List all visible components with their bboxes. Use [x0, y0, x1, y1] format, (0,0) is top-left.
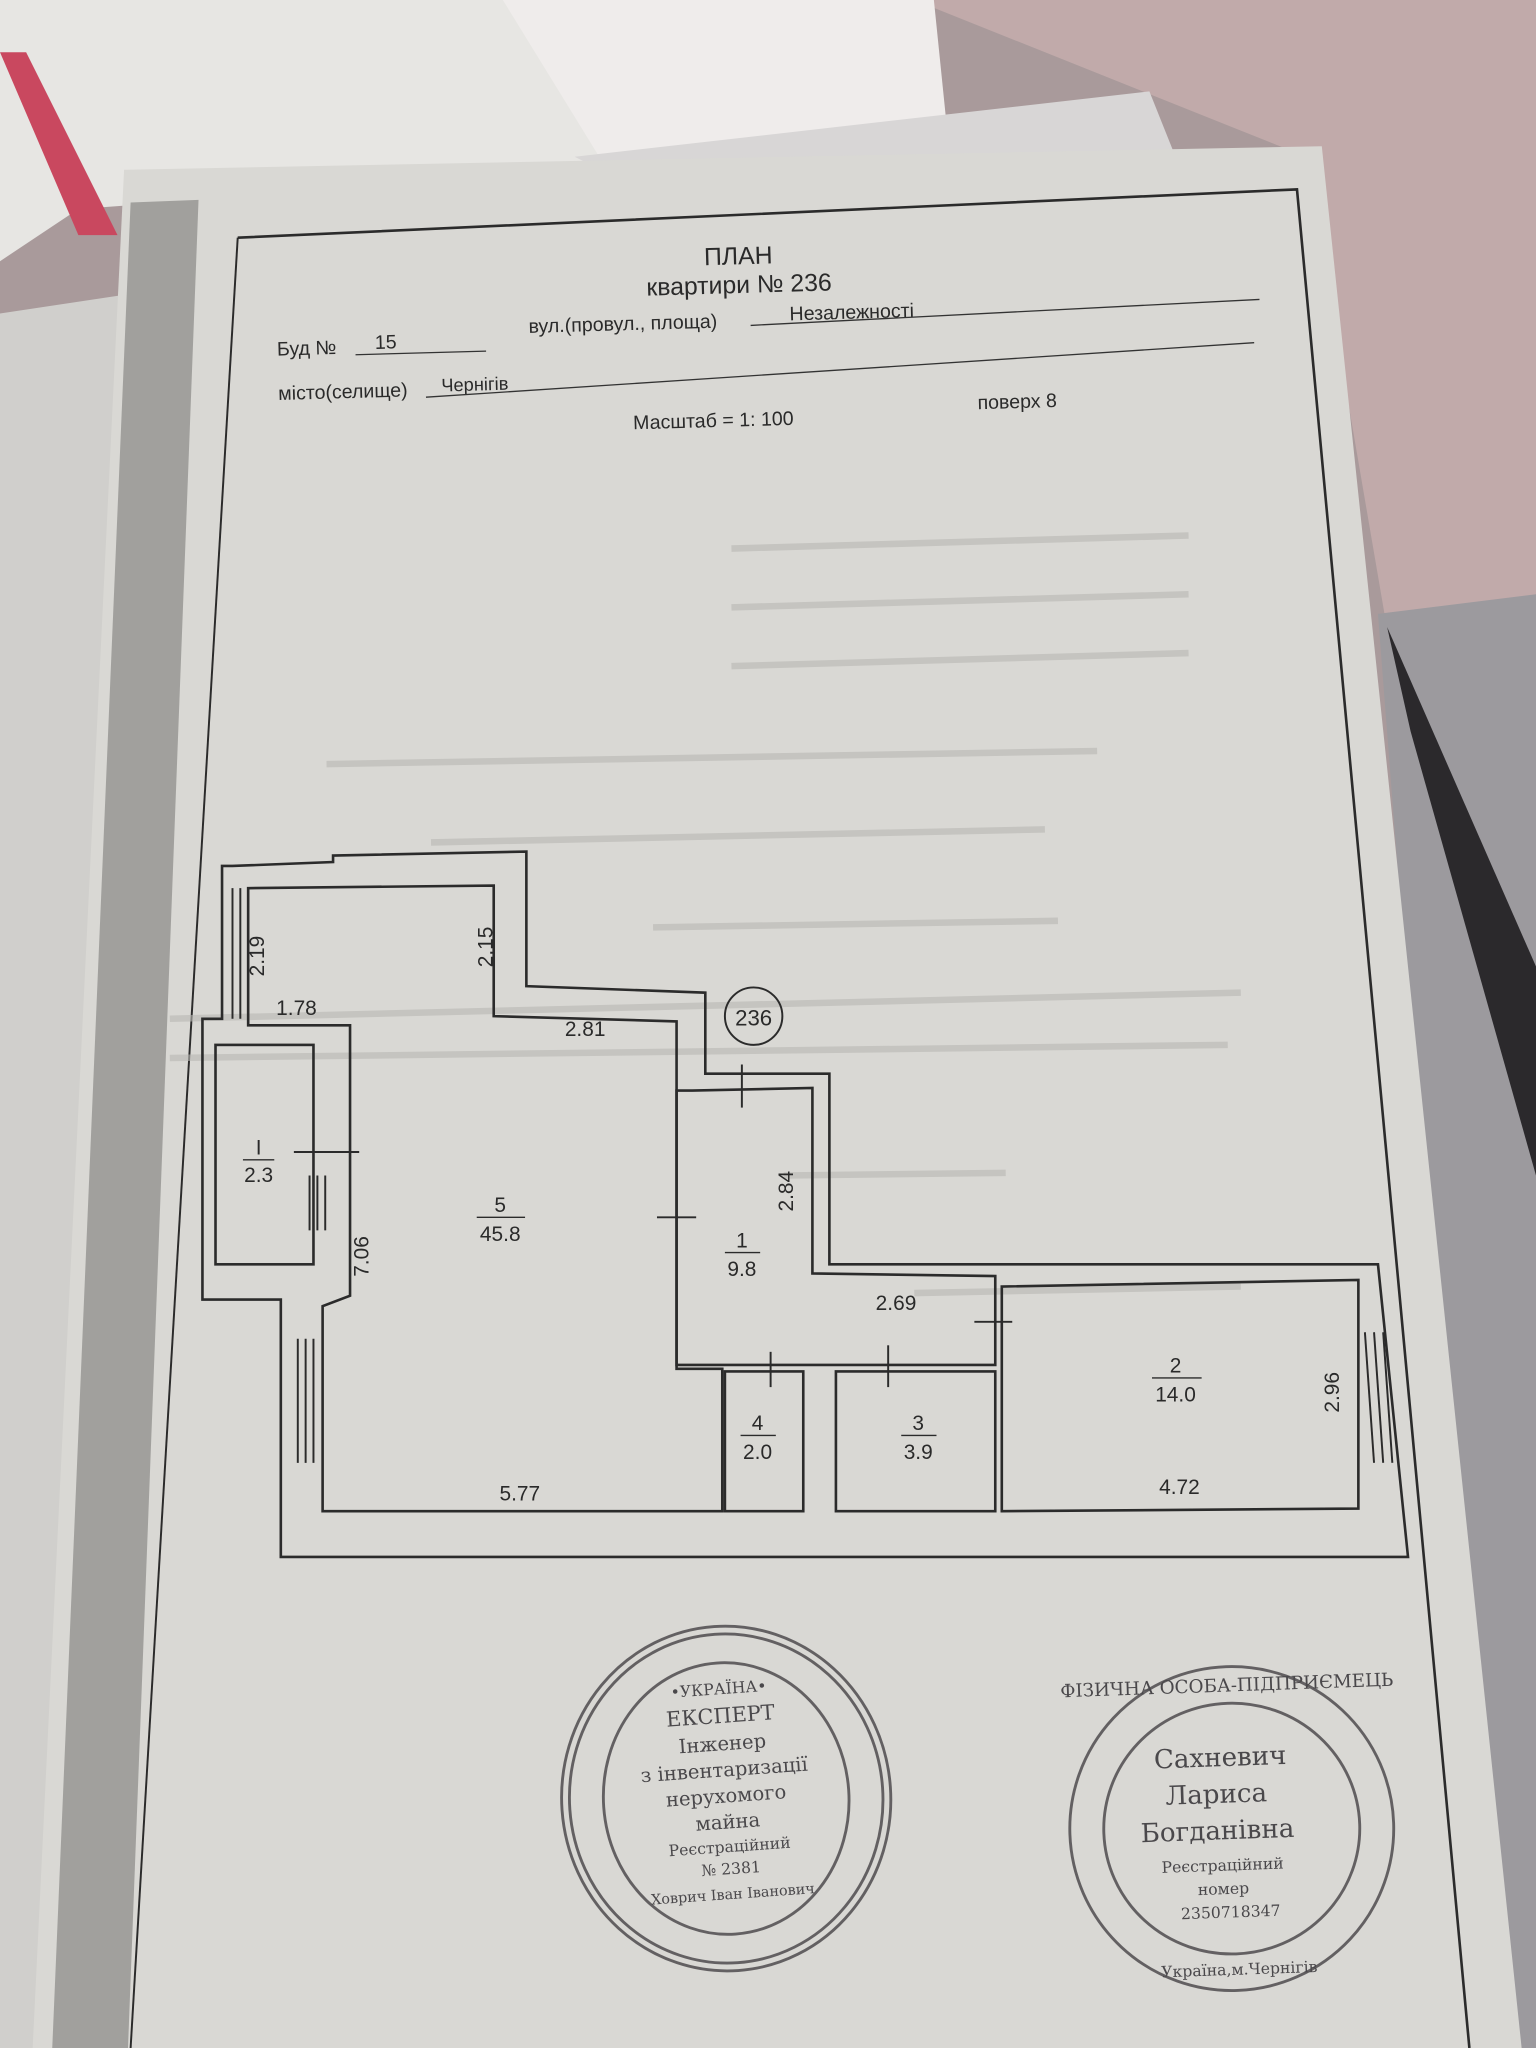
- stamp-line: № 2381: [701, 1857, 762, 1880]
- room-area: 14.0: [1155, 1383, 1196, 1406]
- room-3-outline: [834, 1370, 997, 1513]
- room-number: 1: [736, 1229, 748, 1252]
- pink-fabric: [914, 0, 1536, 614]
- dim-room5-width: 5.77: [500, 1483, 541, 1506]
- document-subtitle: квартири № 236: [646, 269, 832, 301]
- document-page: [32, 146, 1522, 2048]
- pink-folder: [0, 52, 118, 236]
- outer-wall: [201, 850, 1410, 1559]
- building-value: 15: [374, 331, 396, 354]
- room-number: 5: [494, 1194, 506, 1217]
- room-2-outline: [1000, 1278, 1360, 1513]
- room-number: 4: [752, 1412, 764, 1435]
- stamp-line: Реєстраційний: [1161, 1854, 1284, 1877]
- page-frame-left: [129, 237, 239, 2048]
- dim-room2-width: 4.72: [1159, 1476, 1200, 1499]
- dim-corridor-width: 2.69: [876, 1292, 917, 1315]
- apartment-marker-number: 236: [735, 1005, 772, 1030]
- zipper: [1387, 626, 1536, 1176]
- room-label-3: 3 3.9: [901, 1412, 937, 1464]
- room-4-outline: [723, 1370, 805, 1513]
- bleed-through-text: [169, 532, 1241, 1297]
- street-label: вул.(провул., площа): [528, 311, 717, 338]
- building-label: Буд №: [277, 337, 337, 361]
- dim-notch-height: 2.15: [474, 927, 497, 968]
- stamp-line: Богданівна: [1140, 1814, 1295, 1849]
- dim-corridor-height: 2.84: [775, 1171, 798, 1212]
- room-number: I: [256, 1137, 262, 1160]
- room-area: 3.9: [904, 1441, 933, 1464]
- stamp-line: номер: [1197, 1878, 1249, 1899]
- room-5-outline: [246, 884, 724, 1513]
- room-label-5: 5 45.8: [476, 1194, 526, 1246]
- room-I-outline: [214, 1043, 315, 1266]
- room-1-outline: [675, 1086, 997, 1367]
- room-number: 2: [1170, 1355, 1182, 1378]
- room-area: 2.0: [743, 1441, 772, 1464]
- dim-balcony-height: 2.19: [246, 936, 269, 977]
- windows: [231, 888, 1394, 1463]
- room-number: 3: [912, 1412, 924, 1435]
- copier-shadow-stripe: [52, 199, 199, 2048]
- stamp-line: майна: [695, 1808, 761, 1835]
- stamp-line: Лариса: [1165, 1778, 1268, 1812]
- room-label-1: 1 9.8: [724, 1229, 761, 1281]
- dim-balcony-width: 1.78: [276, 997, 317, 1020]
- document-title: ПЛАН: [704, 242, 773, 271]
- city-value: Чернігів: [441, 373, 509, 396]
- room-area: 45.8: [480, 1223, 521, 1246]
- floor-label: поверх 8: [977, 390, 1057, 414]
- street-value: Незалежності: [789, 300, 914, 325]
- stamp-line: Сахневич: [1153, 1741, 1286, 1776]
- floor-plan: 236 2.19 2.15 1.78 2.81 7.06 2.84 2.69 2…: [201, 850, 1410, 1559]
- dim-room2-height: 2.96: [1321, 1372, 1344, 1413]
- door-marks: [293, 1064, 1013, 1388]
- dim-room5-height: 7.06: [350, 1236, 373, 1277]
- expert-stamp: •УКРАЇНА• ЕКСПЕРТ Інженер з інвентаризац…: [560, 1624, 893, 1973]
- dim-notch-width: 2.81: [565, 1018, 606, 1041]
- room-label-4: 4 2.0: [740, 1412, 776, 1464]
- room-label-2: 2 14.0: [1152, 1355, 1202, 1406]
- room-area: 9.8: [727, 1258, 756, 1281]
- page-frame: [237, 188, 1471, 2048]
- apartment-marker: [723, 986, 784, 1046]
- scale-label: Масштаб = 1: 100: [633, 408, 794, 434]
- stamp-line: 2350718347: [1181, 1901, 1281, 1923]
- header: ПЛАН квартири № 236 Буд № 15 вул.(провул…: [277, 242, 1260, 434]
- room-label-I: I 2.3: [242, 1137, 275, 1187]
- calendar-sheet: [502, 0, 947, 160]
- room-area: 2.3: [244, 1164, 273, 1187]
- city-label: місто(селище): [278, 379, 408, 405]
